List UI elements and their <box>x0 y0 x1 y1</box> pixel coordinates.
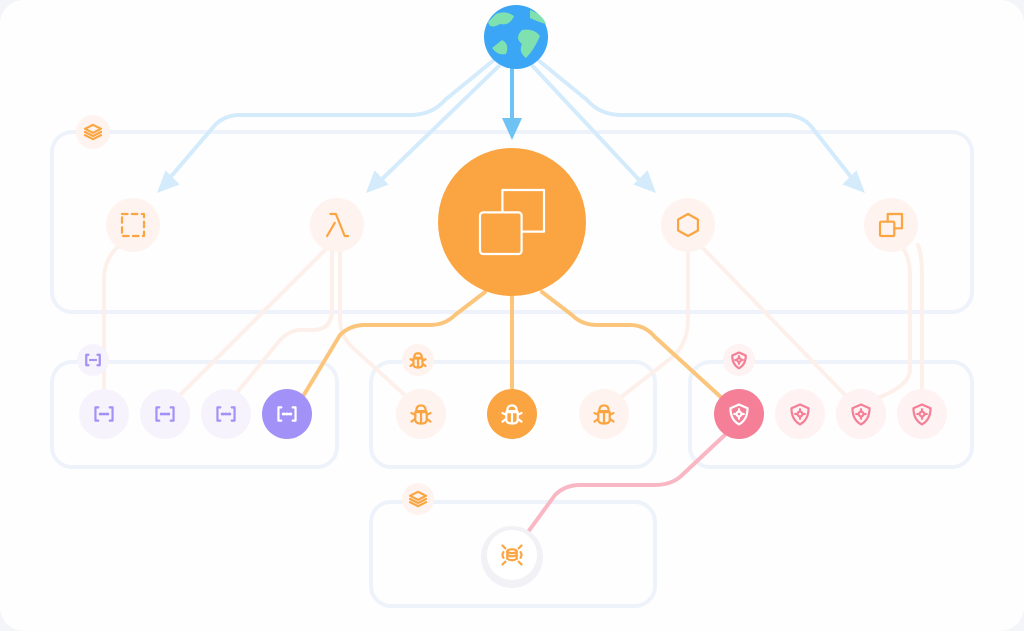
brackets-icon <box>277 406 297 422</box>
edge-pink <box>526 430 730 534</box>
icon-stroke <box>734 355 744 365</box>
brackets-icon <box>216 406 236 422</box>
icon-stroke <box>912 403 932 426</box>
bug-icon <box>593 404 615 425</box>
layers-icon <box>408 490 428 508</box>
arrow-head <box>157 170 180 193</box>
copy-icon <box>478 188 546 256</box>
node-top <box>106 198 160 252</box>
icon-stroke <box>790 403 810 426</box>
node-center <box>438 148 586 296</box>
shield-icon <box>731 351 747 370</box>
shield-icon <box>729 403 749 426</box>
edge-active <box>540 290 726 402</box>
icon-stroke <box>733 408 745 420</box>
icon-stroke <box>916 408 928 420</box>
arrow-line <box>525 58 644 185</box>
lambda-icon <box>325 212 350 238</box>
brackets-icon <box>85 353 101 367</box>
edge <box>178 243 332 397</box>
icon-stroke <box>593 404 615 425</box>
shield-icon <box>912 403 932 426</box>
icon-stroke <box>120 212 146 238</box>
icon-stroke <box>794 408 806 420</box>
edge-active <box>300 290 487 400</box>
icon-stroke <box>886 212 904 230</box>
bug-icon <box>501 404 523 425</box>
node-active <box>714 389 764 439</box>
arrow-line <box>530 53 857 184</box>
arrow-head <box>633 170 656 193</box>
arrow-head <box>366 170 389 193</box>
node-top <box>661 198 715 252</box>
icon-stroke <box>155 406 175 422</box>
arrow-head <box>842 170 865 193</box>
icon-stroke <box>277 406 297 422</box>
edge <box>102 243 122 392</box>
node-top <box>310 198 364 252</box>
arrow-head-shape <box>366 170 389 193</box>
bug-icon <box>409 352 427 369</box>
node-database <box>487 530 537 580</box>
group-box <box>369 500 657 608</box>
dashed-square-icon <box>120 212 146 238</box>
icon-stroke <box>501 544 523 566</box>
arrow-head-shape <box>157 170 180 193</box>
node-top <box>864 198 918 252</box>
brackets-icon <box>94 406 114 422</box>
icon-stroke <box>85 353 101 367</box>
shield-icon <box>790 403 810 426</box>
hexagon-icon <box>676 212 700 238</box>
icon-stroke <box>409 352 427 369</box>
layers-icon <box>83 123 103 141</box>
icon-stroke <box>501 188 546 233</box>
icon-stroke <box>410 404 432 425</box>
icon-stroke <box>83 123 103 141</box>
node <box>775 389 825 439</box>
globe-land <box>488 10 546 58</box>
icon-stroke <box>216 406 236 422</box>
bug-icon <box>410 404 432 425</box>
group-box <box>688 360 974 469</box>
icon-stroke <box>729 403 749 426</box>
arrow-head-shape <box>842 170 865 193</box>
node <box>836 389 886 439</box>
arrow-line <box>166 53 502 182</box>
edge <box>876 243 912 400</box>
edge <box>233 248 334 397</box>
icon-stroke <box>325 212 350 238</box>
arrow-head <box>502 118 522 140</box>
icon-stroke <box>478 211 523 256</box>
icon-stroke <box>851 403 871 426</box>
database-icon <box>501 544 523 566</box>
icon-stroke <box>731 351 747 370</box>
group-badge <box>723 344 755 376</box>
brackets-icon <box>155 406 175 422</box>
copy-icon <box>878 212 904 238</box>
arrow-head-shape <box>633 170 656 193</box>
node <box>897 389 947 439</box>
icon-stroke <box>94 406 114 422</box>
group-box <box>50 360 339 469</box>
edge <box>916 243 924 394</box>
arrow-head-shape <box>502 118 522 140</box>
shield-icon <box>851 403 871 426</box>
icon-stroke <box>501 404 523 425</box>
arrow-line <box>376 58 507 185</box>
icon-stroke <box>676 212 700 238</box>
icon-stroke <box>855 408 867 420</box>
edge <box>698 243 850 400</box>
icon-stroke <box>408 490 428 508</box>
